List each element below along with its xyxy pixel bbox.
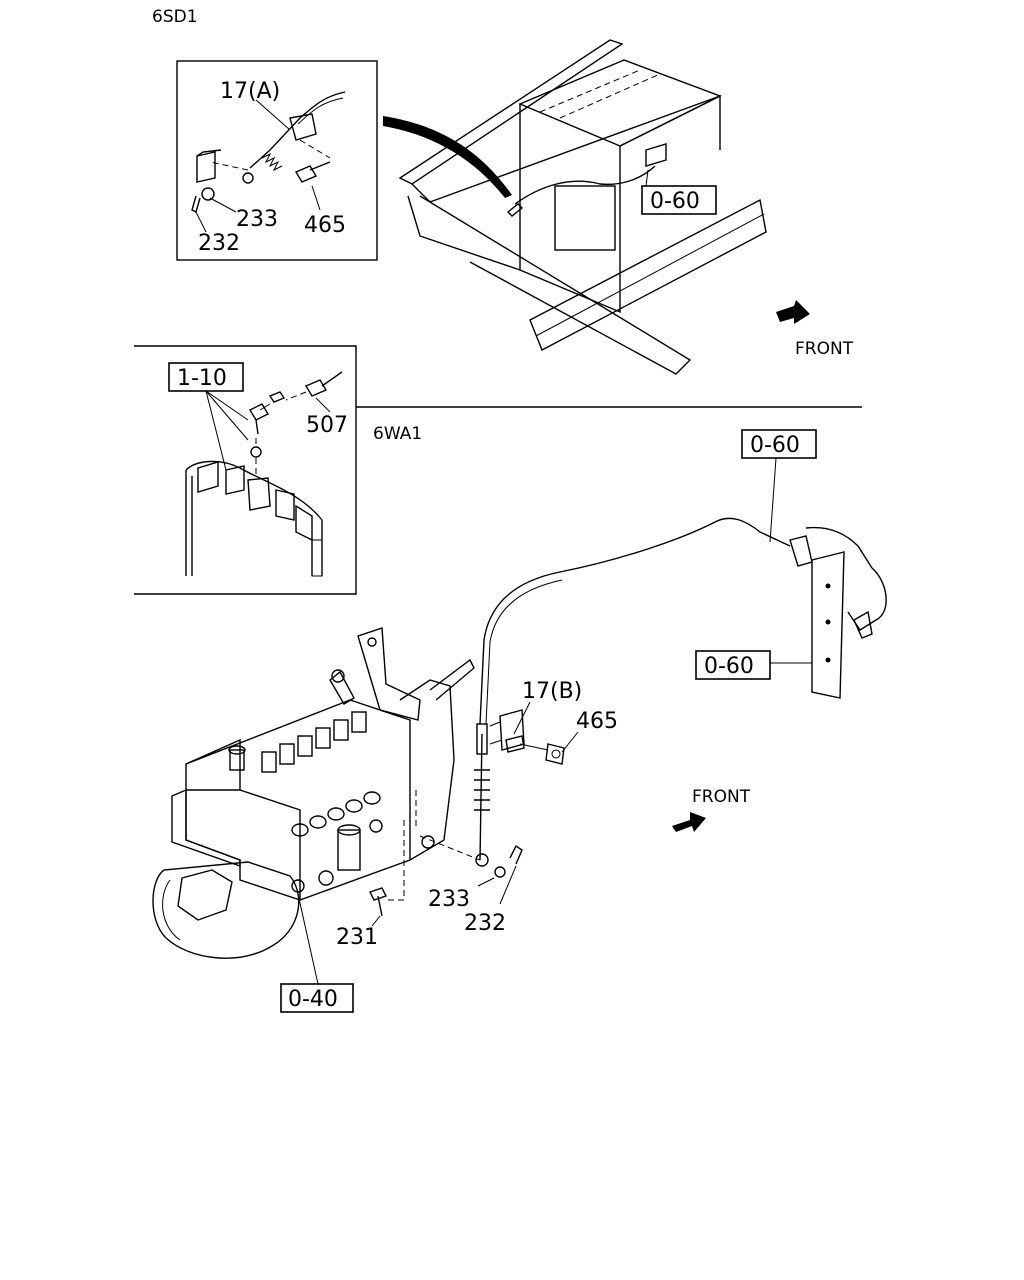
pump-body — [185, 699, 411, 901]
inset-b-sensor — [304, 379, 328, 397]
lower-washer-shape — [494, 866, 506, 878]
callout-233-bottom: 233 — [428, 887, 470, 912]
inset-b-fitting — [249, 403, 269, 435]
truck-frame — [398, 39, 767, 375]
callout-232-top: 232 — [198, 231, 240, 256]
inset-a-bracket — [196, 149, 222, 183]
inset-a-spring — [261, 152, 283, 172]
inset-a-washer-shape — [201, 187, 215, 201]
inset-b-block — [185, 460, 323, 576]
callout-233-top: 233 — [236, 207, 278, 232]
cable-spring — [474, 769, 490, 811]
pump-bolt-shape — [369, 887, 387, 917]
inset-a-cable — [249, 91, 346, 169]
section-title-6sd1: 6SD1 — [152, 7, 198, 27]
mount-bracket — [357, 627, 421, 721]
pedal-housing — [805, 526, 887, 631]
ref-0-60-lower-label: 0-60 — [704, 654, 754, 679]
control-lever — [429, 658, 475, 701]
front-arrow-top — [776, 300, 810, 324]
frame-cable — [514, 165, 656, 205]
front-label-bottom: FRONT — [692, 787, 751, 807]
fuel-filter — [337, 829, 361, 871]
callout-465-top: 465 — [304, 213, 346, 238]
injection-pump — [152, 627, 481, 959]
cab-window — [554, 185, 616, 251]
lower-pin-shape — [509, 844, 523, 865]
ref-0-40-label: 0-40 — [288, 987, 338, 1012]
callout-507: 507 — [306, 413, 348, 438]
drive-cover — [152, 861, 300, 959]
inset-a: 17(A) 233 465 232 — [176, 60, 378, 261]
pedal-box — [645, 143, 667, 167]
inset-a-clamp — [289, 113, 317, 141]
ref-0-60-upper-label: 0-60 — [750, 433, 800, 458]
front-label-top: FRONT — [795, 339, 854, 359]
callout-17b: 17(B) — [522, 679, 582, 704]
ref-box-0-60-lower: 0-60 — [695, 650, 771, 680]
inset-b: 1-10 507 — [134, 345, 357, 595]
front-arrow-bottom — [672, 812, 706, 832]
pedal-bracket — [811, 551, 845, 699]
callout-231: 231 — [336, 925, 378, 950]
inset-a-pin-shape — [191, 195, 201, 214]
callout-232-bottom: 232 — [464, 911, 506, 936]
inset-a-frame — [176, 60, 378, 261]
ref-1-10-label: 1-10 — [177, 366, 227, 391]
ref-box-0-60-top: 0-60 — [641, 185, 717, 215]
governor-housing — [399, 679, 455, 861]
inset-a-nut — [242, 172, 254, 184]
front-indicator-bottom: FRONT — [672, 787, 751, 832]
section-title-6wa1: 6WA1 — [373, 424, 422, 444]
bracket-bolt — [519, 743, 565, 765]
inset-b-frame — [134, 345, 357, 595]
cab-front — [519, 104, 621, 314]
inset-a-pointer-arrow — [383, 116, 512, 198]
clip-bracket — [489, 709, 525, 753]
callout-465-bottom: 465 — [576, 709, 618, 734]
ref-0-60-top-label: 0-60 — [650, 189, 700, 214]
callout-17a: 17(A) — [220, 79, 280, 104]
accelerator-cable — [479, 457, 887, 725]
ref-box-0-40: 0-40 — [280, 983, 354, 1013]
cable-end-spring — [474, 723, 490, 867]
ref-box-0-60-upper: 0-60 — [741, 429, 817, 459]
cross-beam — [529, 198, 767, 351]
inset-a-bolt-shape — [294, 161, 331, 183]
front-indicator-top: FRONT — [776, 300, 854, 359]
main-cable — [479, 517, 791, 725]
